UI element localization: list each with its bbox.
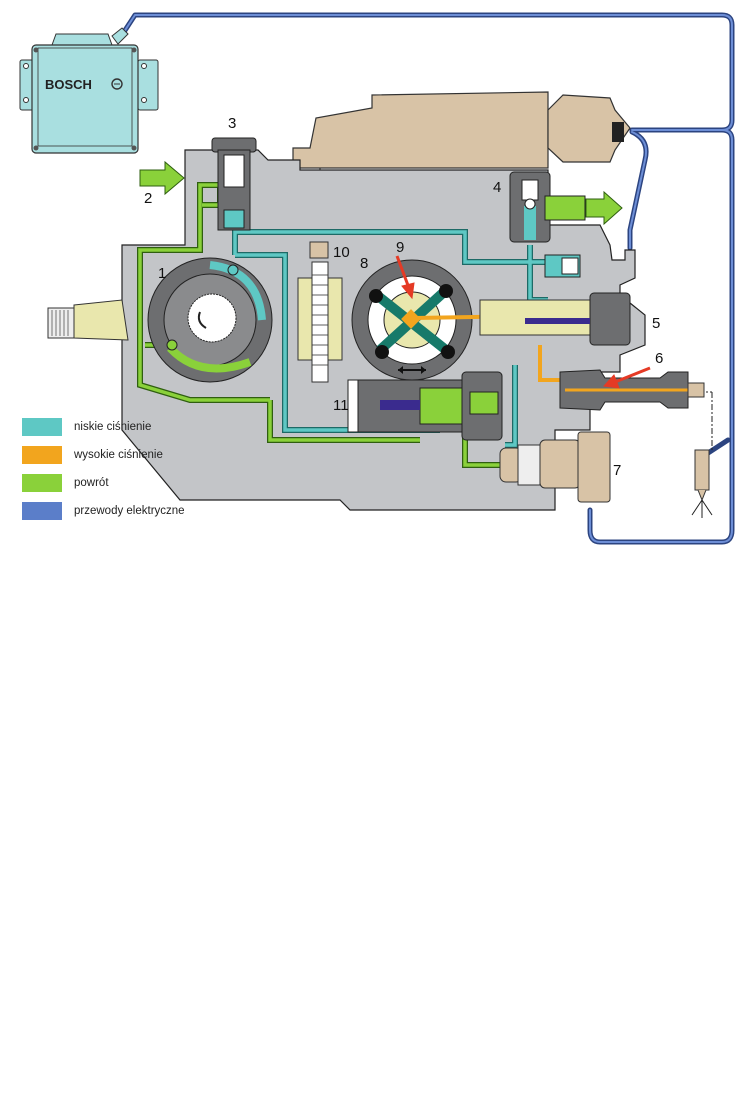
- callout-2: 2: [144, 190, 152, 207]
- legend-item-electrical: przewody elektryczne: [22, 497, 185, 525]
- timing-device-11: [347, 366, 503, 441]
- red-pointer-arrows: [395, 255, 651, 389]
- callout-numbers: 1 2 3 4 5 6 7 8 9 10 11: [144, 115, 663, 479]
- delivery-valve-6: [538, 345, 713, 450]
- stop-valve-3: [211, 137, 257, 231]
- legend: niskie ciśnienie wysokie ciśnienie powró…: [22, 413, 185, 525]
- legend-swatch: [22, 446, 62, 464]
- callout-10: 10: [333, 244, 350, 261]
- legend-label: powrót: [74, 477, 109, 489]
- vane-supply-pump-1: [147, 257, 273, 383]
- legend-swatch: [22, 502, 62, 520]
- overflow-valve-4: [509, 171, 623, 243]
- callout-5: 5: [652, 315, 660, 332]
- fuel-inlet-arrow: [139, 160, 185, 196]
- engine-block: [292, 91, 631, 240]
- callout-4: 4: [493, 179, 501, 196]
- legend-swatch: [22, 474, 62, 492]
- callout-11: 11: [333, 397, 349, 414]
- callout-6: 6: [655, 350, 663, 367]
- solenoid-valve-5: [479, 254, 631, 346]
- legend-item-low-pressure: niskie ciśnienie: [22, 413, 185, 441]
- angle-sensor-10: [297, 241, 343, 383]
- legend-label: wysokie ciśnienie: [74, 449, 163, 461]
- radial-piston-pump-8: [351, 259, 590, 381]
- callout-9: 9: [396, 239, 404, 256]
- legend-item-return: powrót: [22, 469, 185, 497]
- legend-label: przewody elektryczne: [74, 505, 185, 517]
- solenoid-7: [499, 431, 611, 503]
- callout-1: 1: [158, 265, 166, 282]
- callout-3: 3: [228, 115, 236, 132]
- legend-item-high-pressure: wysokie ciśnienie: [22, 441, 185, 469]
- legend-swatch: [22, 418, 62, 436]
- ecu-control-unit: BOSCH: [19, 27, 159, 154]
- injector-nozzle: [691, 449, 713, 518]
- callout-8: 8: [360, 255, 368, 272]
- drive-shaft: [47, 299, 129, 341]
- bosch-emblem-icon: [111, 78, 123, 90]
- bosch-logo-text: BOSCH: [45, 77, 92, 92]
- callout-7: 7: [613, 462, 621, 479]
- legend-label: niskie ciśnienie: [74, 421, 152, 433]
- distributor-pump-diagram: BOSCH: [19, 12, 735, 545]
